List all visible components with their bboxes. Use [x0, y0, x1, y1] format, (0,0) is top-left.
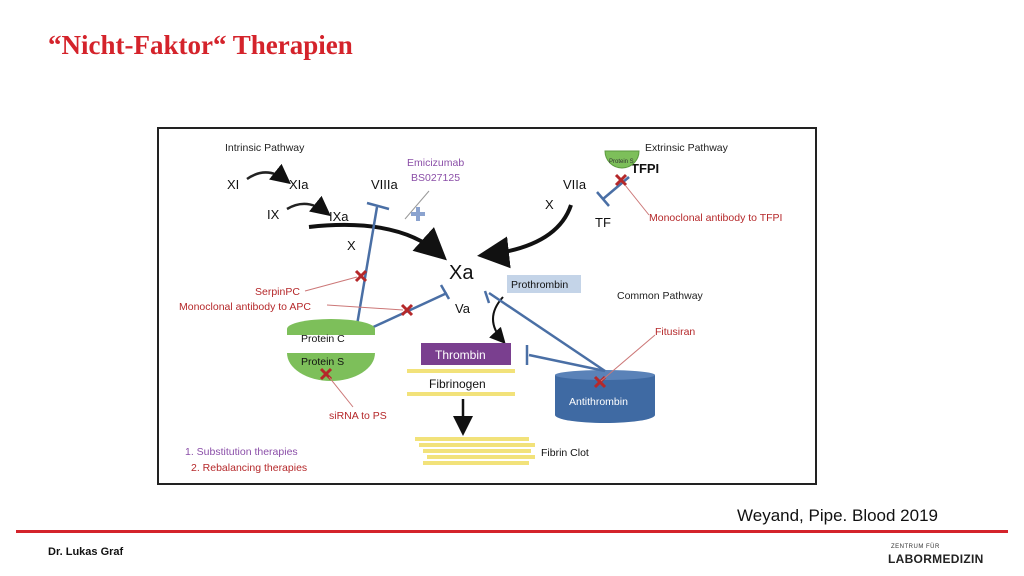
bs027125-label: BS027125: [411, 172, 460, 184]
factor-tf: TF: [595, 215, 611, 230]
logo-line-2: LABORMEDIZIN: [888, 552, 984, 566]
arrow-ix-to-ixa: [286, 195, 331, 217]
coagulation-diagram: Intrinsic Pathway Extrinsic Pathway Comm…: [157, 127, 817, 485]
thrombin-box: [421, 343, 511, 365]
plus-icon: [411, 207, 425, 221]
factor-tfpi: TFPI: [631, 161, 659, 176]
tfpi-inhibitor-bar: [596, 191, 610, 207]
serpinpc-label: SerpinPC: [255, 286, 300, 298]
arrow-extrinsic-to-xa: [477, 204, 573, 269]
serpinpc-pointer: [304, 276, 358, 292]
fitusiran-pointer: [600, 334, 656, 382]
arrow-intrinsic-to-xa: [308, 223, 447, 261]
tfpi-antibody-pointer: [624, 184, 650, 216]
tfpi-antibody-label: Monoclonal antibody to TFPI: [649, 212, 782, 224]
common-pathway-label: Common Pathway: [617, 290, 704, 302]
sirna-ps-pointer: [328, 376, 354, 408]
legend-rebalancing: 2. Rebalancing therapies: [191, 462, 307, 474]
labormedizin-logo: ZENTRUM FÜR LABORMEDIZIN: [888, 544, 988, 568]
protein-s-label: Protein S: [301, 356, 344, 368]
slide-title: “Nicht-Faktor“ Therapien: [48, 30, 353, 60]
factor-xa: Xa: [449, 262, 474, 284]
prothrombin-label: Prothrombin: [511, 279, 568, 291]
sirna-ps-label: siRNA to PS: [329, 410, 387, 422]
factor-ixa: IXa: [329, 209, 349, 224]
apc-antibody-pointer: [326, 304, 404, 311]
factor-va: Va: [455, 301, 471, 316]
viiia-block-x: [354, 269, 368, 283]
factor-ix: IX: [267, 207, 280, 222]
extrinsic-pathway-label: Extrinsic Pathway: [645, 142, 729, 154]
protein-s-small-bowl: [604, 150, 640, 169]
fibrinogen-label: Fibrinogen: [429, 377, 486, 391]
emicizumab-pointer: [404, 190, 430, 220]
tfpi-inhibitor-line: [602, 176, 630, 200]
antithrombin-to-thrombin-line: [528, 353, 606, 373]
protein-s-small-label: Protein S: [609, 159, 634, 165]
apc-antibody-label: Monoclonal antibody to APC: [179, 301, 311, 313]
emicizumab-label: Emicizumab: [407, 157, 464, 169]
factor-viiia: VIIIa: [371, 177, 399, 192]
protein-s-bowl: [287, 353, 375, 381]
antithrombin-cylinder: [555, 375, 655, 423]
footer-divider: [16, 530, 1008, 533]
legend-substitution: 1. Substitution therapies: [185, 446, 298, 458]
factor-xi: XI: [227, 177, 239, 192]
coagulation-diagram-svg: Intrinsic Pathway Extrinsic Pathway Comm…: [179, 142, 782, 474]
va-block-x: [400, 303, 414, 317]
factor-x-right: X: [545, 197, 554, 212]
fitusiran-label: Fitusiran: [655, 326, 695, 338]
protein-c-label: Protein C: [301, 333, 345, 345]
intrinsic-pathway-label: Intrinsic Pathway: [225, 142, 305, 154]
protein-c-to-viiia-line: [355, 206, 379, 326]
va-inhibitor-bar: [439, 284, 451, 300]
antithrombin-to-xa-line: [488, 291, 606, 373]
factor-viia: VIIa: [563, 177, 587, 192]
factor-x-left: X: [347, 238, 356, 253]
tfpi-block-x: [614, 173, 628, 187]
logo-line-1: ZENTRUM FÜR: [891, 544, 940, 550]
arrow-prothrombin-to-thrombin: [489, 296, 506, 344]
protein-c-cap: [287, 319, 375, 335]
antithrombin-cylinder-top: [555, 370, 655, 380]
prothrombin-box: [507, 275, 581, 293]
antithrombin-label: Antithrombin: [569, 396, 628, 408]
arrow-xi-to-xia: [246, 163, 291, 185]
xa-inhibitor-bar: [483, 290, 491, 304]
factor-xia: XIa: [289, 177, 309, 192]
thrombin-label: Thrombin: [435, 348, 486, 362]
citation: Weyand, Pipe. Blood 2019: [737, 506, 938, 525]
viiia-inhibitor-bar: [366, 201, 390, 211]
author-name: Dr. Lukas Graf: [48, 546, 124, 558]
fibrin-clot-label: Fibrin Clot: [541, 447, 589, 459]
